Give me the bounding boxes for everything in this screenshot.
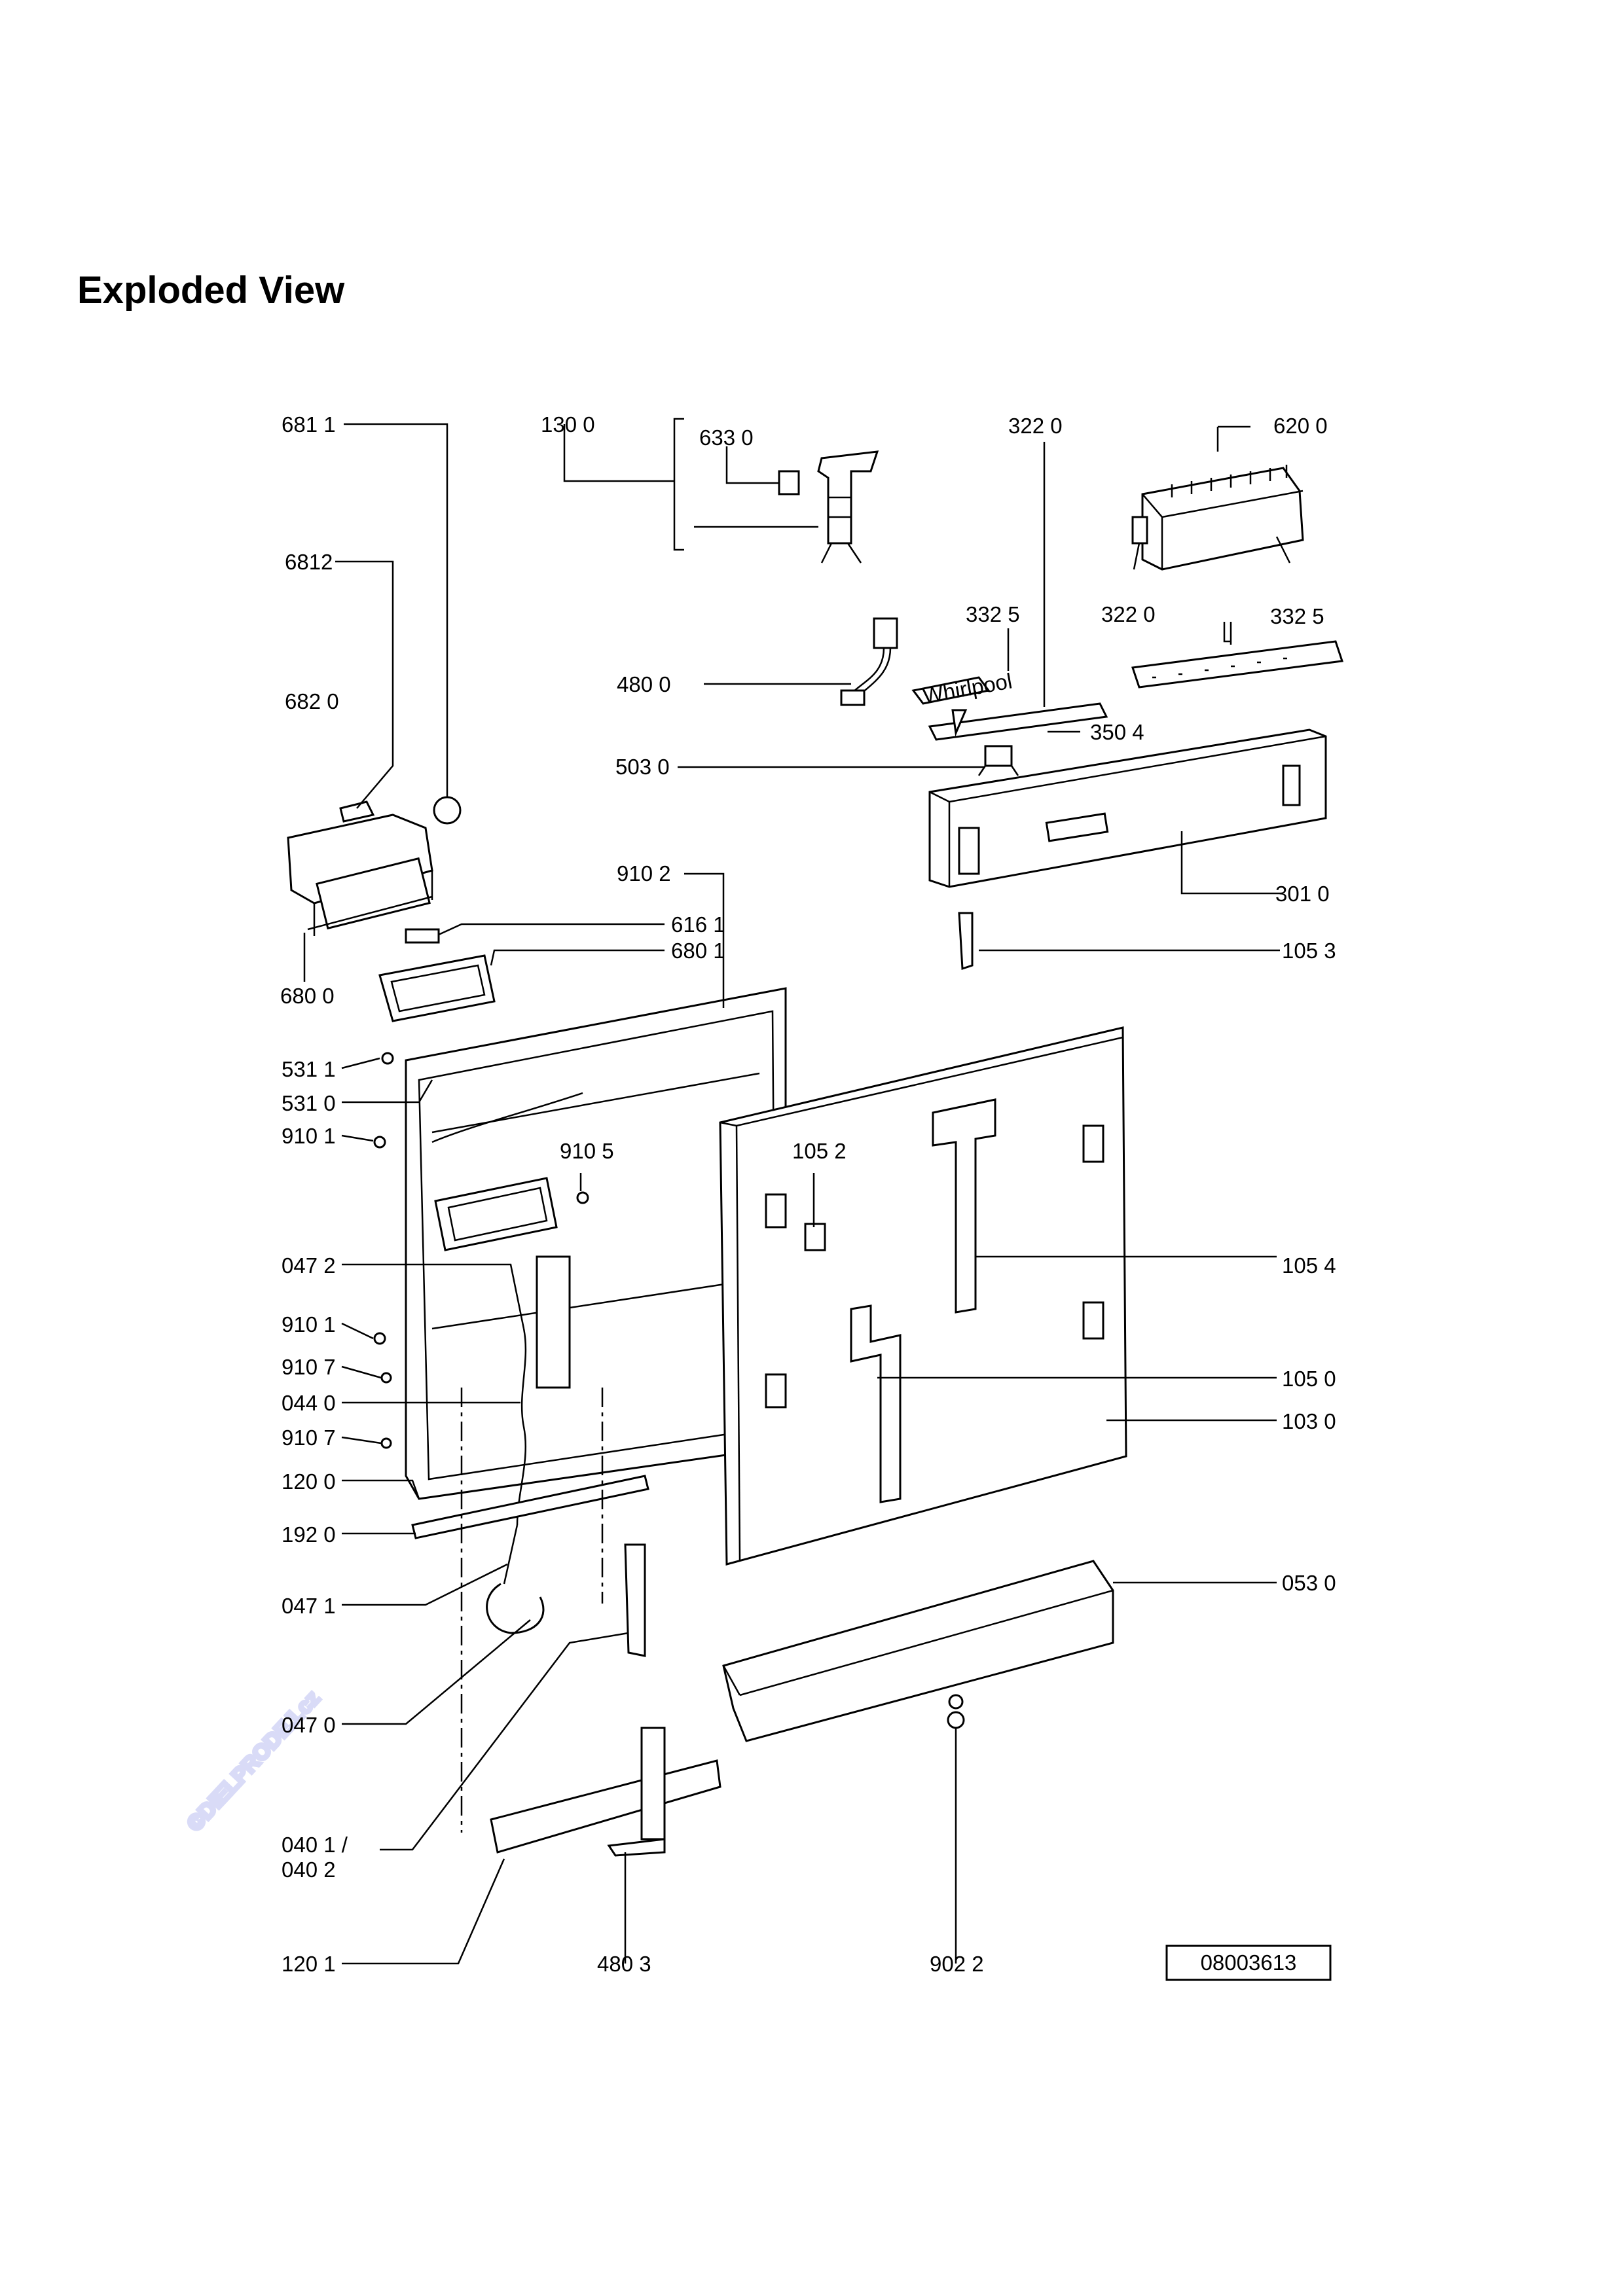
- callout-616-1: 616 1: [671, 912, 725, 937]
- callout-105-2: 105 2: [792, 1139, 847, 1163]
- callout-192-0: 192 0: [282, 1522, 336, 1547]
- callout-040-2: 040 2: [282, 1857, 336, 1882]
- callout-labels: 681 1 130 0 633 0 322 0 620 0 6812 332 5…: [280, 412, 1336, 1976]
- callout-910-5: 910 5: [560, 1139, 614, 1163]
- callout-105-4: 105 4: [1282, 1253, 1336, 1278]
- part-screws: [373, 1052, 965, 1729]
- callout-301-0: 301 0: [1275, 882, 1330, 906]
- callout-103-0: 103 0: [1282, 1409, 1336, 1433]
- callout-620-0: 620 0: [1273, 414, 1328, 438]
- callout-902-2: 902 2: [930, 1952, 984, 1976]
- part-round-cap: [433, 796, 462, 825]
- callout-910-1-lower: 910 1: [282, 1312, 336, 1336]
- callout-322-0-right: 322 0: [1101, 602, 1156, 626]
- callout-047-2: 047 2: [282, 1253, 336, 1278]
- callout-047-1: 047 1: [282, 1594, 336, 1618]
- callout-910-7-lower: 910 7: [282, 1426, 336, 1450]
- part-switch: [977, 745, 1019, 776]
- part-bottom-trim: [722, 1560, 1114, 1742]
- part-kick-plate: [490, 1727, 721, 1857]
- callout-680-0: 680 0: [280, 984, 335, 1008]
- callout-120-1: 120 1: [282, 1952, 336, 1976]
- callout-910-2: 910 2: [617, 861, 671, 886]
- drawing-number: 08003613: [1201, 1950, 1297, 1975]
- part-outer-door: [719, 1026, 1127, 1566]
- callout-480-0: 480 0: [617, 672, 671, 696]
- watermark: ©DIELPRODEJ.cz: [182, 1685, 324, 1835]
- callout-332-5-left: 332 5: [966, 602, 1020, 626]
- callout-105-3: 105 3: [1282, 939, 1336, 963]
- callout-130-0: 130 0: [541, 412, 595, 437]
- callout-053-0: 053 0: [1282, 1571, 1336, 1595]
- callout-503-0: 503 0: [615, 755, 670, 779]
- callout-105-0: 105 0: [1282, 1367, 1336, 1391]
- callout-531-1: 531 1: [282, 1057, 336, 1081]
- callout-322-0-top: 322 0: [1008, 414, 1063, 438]
- page-title: Exploded View: [77, 269, 345, 312]
- callout-681-1: 681 1: [282, 412, 336, 437]
- callout-910-7-upper: 910 7: [282, 1355, 336, 1379]
- part-hinge-spring: [486, 1328, 646, 1657]
- part-bracket-top: [958, 912, 974, 971]
- callout-047-0: 047 0: [282, 1713, 336, 1737]
- callout-682-0: 682 0: [285, 689, 339, 713]
- callout-633-0: 633 0: [699, 425, 754, 450]
- callout-044-0: 044 0: [282, 1391, 336, 1415]
- part-top-panel: [928, 728, 1327, 888]
- callout-480-3: 480 3: [597, 1952, 651, 1976]
- callout-531-0: 531 0: [282, 1091, 336, 1115]
- leader-lines: [303, 418, 1283, 1965]
- part-door-lock: [778, 450, 879, 564]
- part-dispenser: [287, 800, 440, 944]
- drawing-number-box: 08003613: [1165, 1945, 1332, 1981]
- whirlpool-badge-text: Whirlpool: [921, 668, 1014, 708]
- callout-332-5-right: 332 5: [1270, 604, 1324, 628]
- part-seal: [378, 954, 496, 1022]
- callout-680-1: 680 1: [671, 939, 725, 963]
- callout-350-4: 350 4: [1090, 720, 1144, 744]
- callout-6812: 6812: [285, 550, 333, 574]
- alignment-lines: [460, 1388, 604, 1833]
- callout-040-1: 040 1 /: [282, 1833, 348, 1857]
- part-control-module: [1131, 465, 1304, 571]
- part-wire-harness: [840, 617, 898, 706]
- callout-910-1-upper: 910 1: [282, 1124, 336, 1148]
- callout-120-0: 120 0: [282, 1469, 336, 1494]
